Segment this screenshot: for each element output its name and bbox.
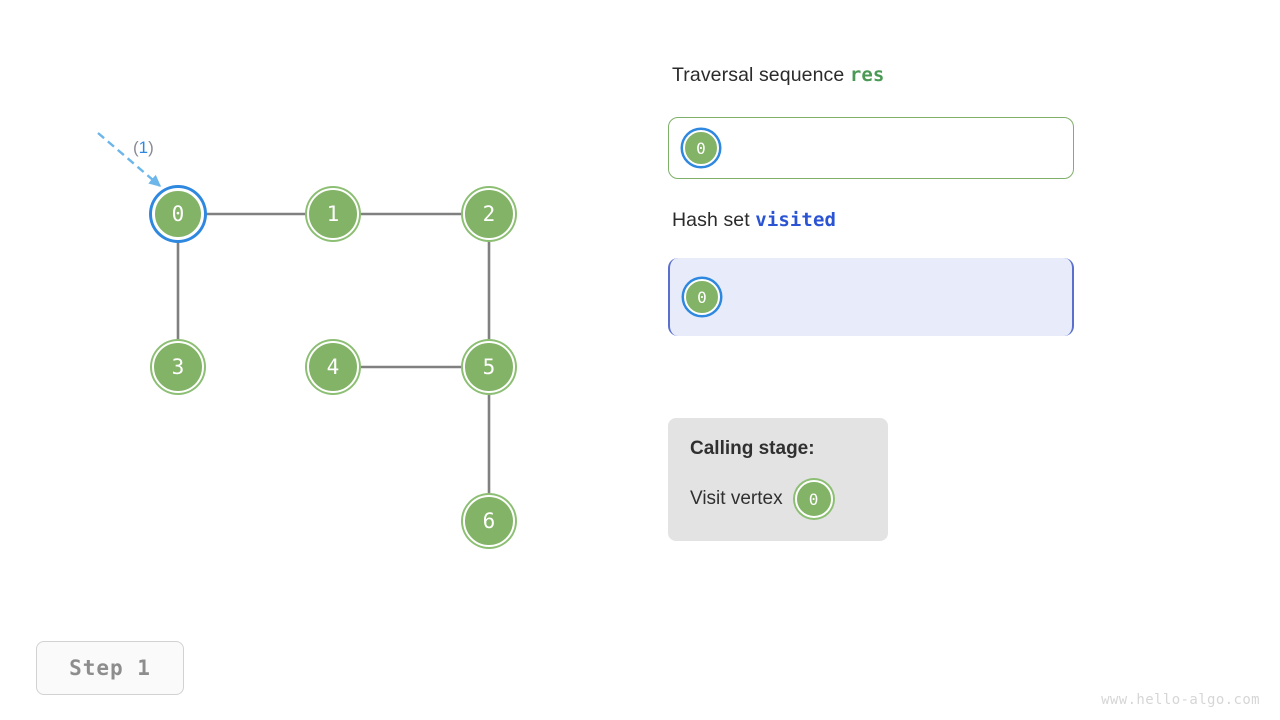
hash-set-title: Hash set visited bbox=[672, 209, 836, 232]
graph-node-1[interactable]: 1 bbox=[307, 188, 359, 240]
pointer-label-index: 1 bbox=[138, 138, 149, 157]
watermark: www.hello-algo.com bbox=[1101, 692, 1260, 708]
graph-node-2[interactable]: 2 bbox=[463, 188, 515, 240]
traversal-sequence-varname: res bbox=[849, 64, 885, 86]
calling-stage-title: Calling stage: bbox=[690, 438, 815, 459]
traversal-sequence-title-text: Traversal sequence bbox=[672, 64, 850, 86]
graph-node-3[interactable]: 3 bbox=[152, 341, 204, 393]
calling-stage-row: Visit vertex 0 bbox=[690, 480, 866, 518]
hash-set-varname: visited bbox=[755, 209, 837, 231]
graph-node-6[interactable]: 6 bbox=[463, 495, 515, 547]
graph-panel: 0 1 2 3 4 5 6 (1) bbox=[0, 0, 640, 620]
calling-stage-action-label: Visit vertex bbox=[690, 488, 783, 509]
calling-stage-panel: Calling stage: Visit vertex 0 bbox=[668, 418, 888, 541]
hash-set-title-text: Hash set bbox=[672, 209, 756, 231]
calling-stage-vertex-chip: 0 bbox=[794, 480, 833, 518]
hash-set-item: 0 bbox=[684, 279, 720, 315]
pointer-label-open: ( bbox=[133, 138, 139, 157]
side-panel: Traversal sequence res 0 Hash set visite… bbox=[668, 0, 1268, 720]
traversal-sequence-box: 0 bbox=[668, 117, 1074, 179]
edge-layer bbox=[176, 212, 491, 499]
pointer-label-close: ) bbox=[148, 138, 154, 157]
pointer-label: (1) bbox=[133, 138, 154, 158]
step-badge: Step 1 bbox=[36, 641, 184, 695]
hash-set-box: 0 bbox=[668, 258, 1074, 336]
graph-node-5[interactable]: 5 bbox=[463, 341, 515, 393]
graph-node-0[interactable]: 0 bbox=[152, 188, 204, 240]
pointer-arrow-icon bbox=[97, 132, 162, 187]
graph-node-4[interactable]: 4 bbox=[307, 341, 359, 393]
traversal-sequence-title: Traversal sequence res bbox=[672, 64, 884, 87]
graph-edges-canvas bbox=[97, 132, 491, 499]
traversal-sequence-item: 0 bbox=[683, 130, 719, 166]
